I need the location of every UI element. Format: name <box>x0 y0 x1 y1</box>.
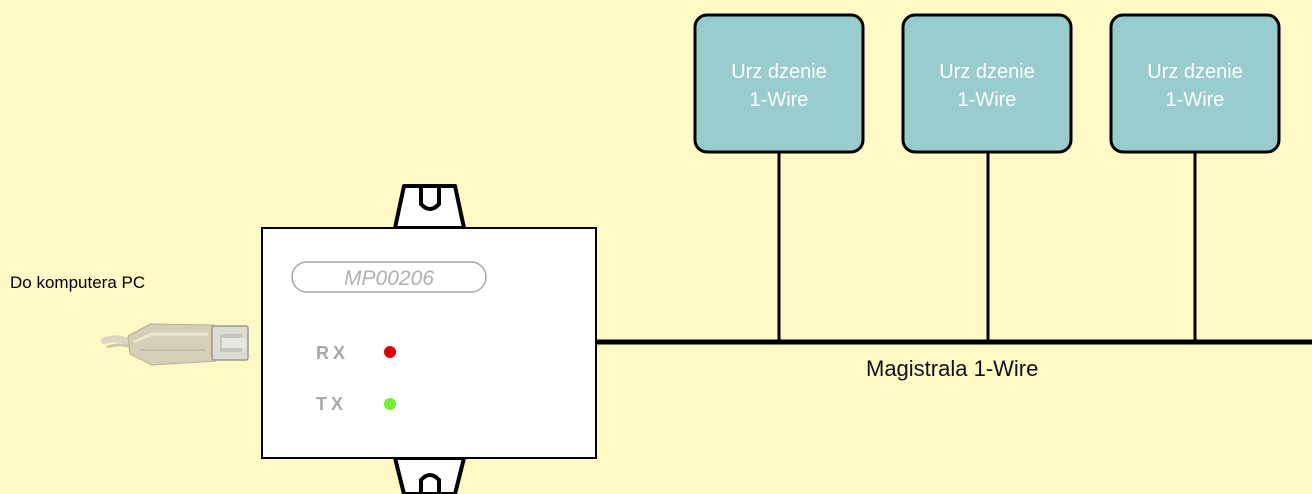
device-box <box>1109 13 1281 154</box>
mounting-tab-top-slot <box>419 186 441 211</box>
device-label-line1: Urz dzenie <box>939 61 1035 83</box>
bus-label: Magistrala 1-Wire <box>866 356 1039 381</box>
device-label-line1: Urz dzenie <box>731 61 827 83</box>
rx-led <box>384 346 396 358</box>
mounting-tab-bottom-slot <box>419 473 441 494</box>
tx-led <box>384 398 396 410</box>
pc-connection-label: Do komputera PC <box>10 273 146 292</box>
rx-label: RX <box>316 343 349 363</box>
device-label-line1: Urz dzenie <box>1147 61 1243 83</box>
device-2: Urz dzenie 1-Wire <box>901 13 1073 154</box>
usb-cable-icon <box>100 323 249 366</box>
tx-label: TX <box>316 394 347 414</box>
model-label: MP00206 <box>344 267 434 290</box>
device-1: Urz dzenie 1-Wire <box>693 13 865 154</box>
device-box <box>693 13 865 154</box>
model-label-frame <box>291 261 487 293</box>
device-label-line2: 1-Wire <box>750 89 809 111</box>
device-box <box>901 13 1073 154</box>
device-3: Urz dzenie 1-Wire <box>1109 13 1281 154</box>
device-label-line2: 1-Wire <box>1166 89 1225 111</box>
device-label-line2: 1-Wire <box>958 89 1017 111</box>
